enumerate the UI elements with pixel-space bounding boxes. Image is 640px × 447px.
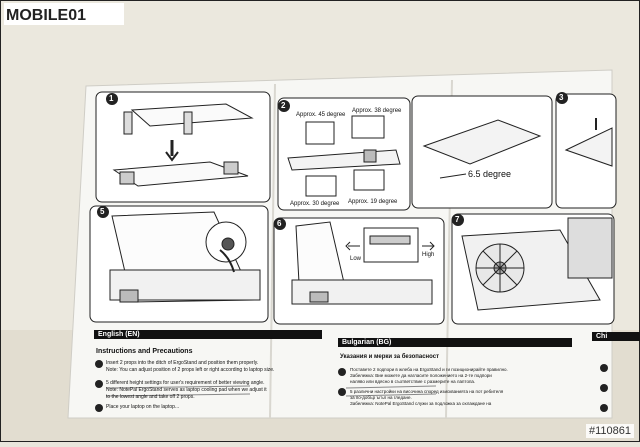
panel-3 <box>555 93 617 209</box>
english-item: Note: You can adjust position of 2 props… <box>106 367 275 373</box>
bulgarian-title: Указания и мерки за безопасност <box>340 354 440 360</box>
bulgarian-item: Поставете 2 подпори в жлеба на ErgoStand… <box>350 367 508 372</box>
bulgarian-item: наляво или вдясно в съответствие с разме… <box>350 379 476 384</box>
bulgarian-item: Забележка: NotePal ErgoStand служи за по… <box>350 401 492 406</box>
english-item: Insert 2 props into the ditch of ErgoSta… <box>106 360 259 366</box>
bulgarian-item: 5 различни настройки на височина според … <box>350 389 504 394</box>
bulgarian-item: за по-добър ъгъл на гледане. <box>350 395 412 400</box>
bulgarian-item: Забележка: Вие можете да нагласите полож… <box>350 373 492 378</box>
label-45-degree: Approx. 45 degree <box>296 112 346 118</box>
panel-5 <box>89 205 269 323</box>
step-number: 2 <box>281 101 286 110</box>
english-title: Instructions and Precautions <box>96 348 193 355</box>
step-number: 6 <box>277 219 282 228</box>
site-logo: MOBILE01 <box>4 3 124 25</box>
label-low: Low <box>350 256 362 262</box>
english-item: Note: NotePal ErgoStand serves as laptop… <box>106 387 267 393</box>
english-item: to the lowest angle and take off 2 props… <box>106 394 195 400</box>
panel-7 <box>451 213 615 325</box>
label-high: High <box>422 252 435 258</box>
section-header-english: English (EN) <box>94 330 322 339</box>
bullets <box>95 360 608 412</box>
svg-text:MOBILE01: MOBILE01 <box>6 7 86 24</box>
label-6-5-degree: 6.5 degree <box>468 169 512 179</box>
panel-2b <box>411 95 553 209</box>
english-item: 5 different height settings for user's r… <box>106 380 265 386</box>
label-19-degree: Approx. 19 degree <box>348 199 398 205</box>
panel-2 <box>277 97 411 211</box>
label-38-degree: Approx. 38 degree <box>352 108 402 114</box>
step-number: 5 <box>100 207 105 216</box>
step-number: 1 <box>109 94 114 103</box>
step-number: 7 <box>455 215 460 224</box>
panel-6 <box>273 217 445 325</box>
section-header-third: Chi <box>592 332 640 341</box>
photo-id-watermark: #110861 <box>585 424 634 438</box>
section-header-bulgarian: Bulgarian (BG) <box>338 338 572 347</box>
step-circles <box>97 92 568 230</box>
english-item: Place your laptop on the laptop... <box>106 404 180 410</box>
step-number: 3 <box>559 93 564 102</box>
label-30-degree: Approx. 30 degree <box>290 201 340 207</box>
panel-1 <box>95 91 271 203</box>
body-text-lines <box>105 385 437 397</box>
